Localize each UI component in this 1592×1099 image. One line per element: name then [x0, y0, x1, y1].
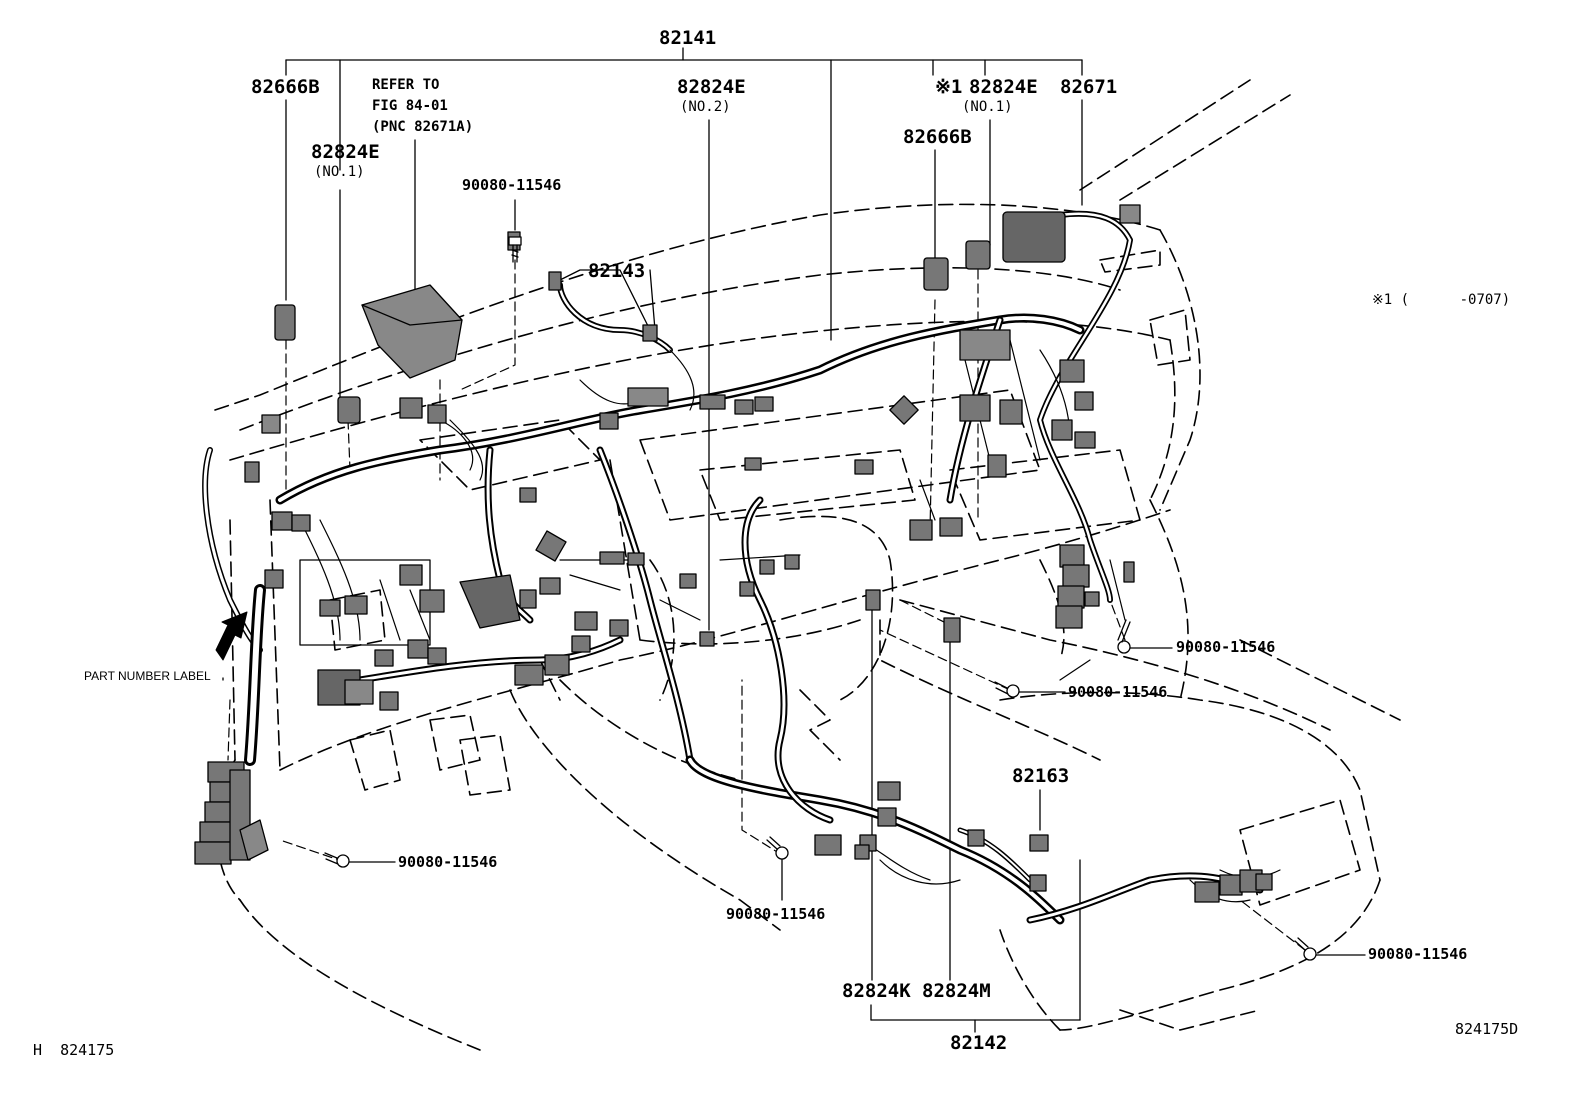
mark-1: ※1 [935, 76, 963, 98]
refer-line-3: (PNC 82671A) [372, 119, 474, 135]
sub-label-no1-left: (NO.1) [314, 164, 365, 180]
page-id: H 824175 [33, 1041, 115, 1059]
part-label-82666b-right: 82666B [903, 126, 972, 148]
part-label-82142: 82142 [950, 1032, 1008, 1054]
bolt-label-right-3: 90080-11546 [1368, 945, 1468, 963]
part-label-82671: 82671 [1060, 76, 1118, 98]
bolt-left-icon [324, 852, 350, 868]
bolt-label-right-1: 90080-11546 [1176, 638, 1276, 656]
bolt-label-top: 90080-11546 [462, 176, 562, 194]
refer-line-2: FIG 84-01 [372, 98, 448, 114]
bolt-label-left: 90080-11546 [398, 853, 498, 871]
main-harness [202, 210, 1264, 925]
instrument-panel-outline [214, 79, 1401, 1051]
bolts [324, 236, 1317, 961]
sub-label-no1-right: (NO.1) [962, 99, 1013, 115]
part-label-82141: 82141 [659, 27, 717, 49]
figure-id: 824175D [1455, 1020, 1519, 1038]
part-label-82666b-left: 82666B [251, 76, 320, 98]
bolt-top-icon [508, 236, 522, 263]
sub-label-no2: (NO.2) [680, 99, 731, 115]
connectors [194, 204, 1273, 903]
part-label-82143: 82143 [588, 260, 646, 282]
bolt-label-right-2: 90080-11546 [1068, 683, 1168, 701]
footnote-mark-1: ※1 ( -0707) [1372, 292, 1511, 308]
part-label-82824e-no1-right: 82824E [969, 76, 1038, 98]
dashed-leaders [227, 259, 1306, 951]
part-label-82163: 82163 [1012, 765, 1070, 787]
part-number-label-arrow-icon [215, 611, 248, 661]
bolt-right-3-icon [1294, 937, 1317, 961]
part-label-82824e-no1-left: 82824E [311, 141, 380, 163]
bolt-label-center: 90080-11546 [726, 905, 826, 923]
part-number-label-text: PART NUMBER LABEL [84, 669, 211, 683]
refer-line-1: REFER TO [372, 77, 440, 93]
part-label-82824k: 82824K [842, 980, 911, 1002]
bolt-right-2-icon [994, 681, 1020, 698]
leader-lines [222, 47, 1366, 1033]
bolt-right-1-icon [1117, 619, 1131, 654]
part-label-82824e-no2: 82824E [677, 76, 746, 98]
bolt-center-icon [766, 836, 789, 860]
part-label-82824m: 82824M [922, 980, 991, 1002]
wire-bundles [299, 339, 1281, 903]
